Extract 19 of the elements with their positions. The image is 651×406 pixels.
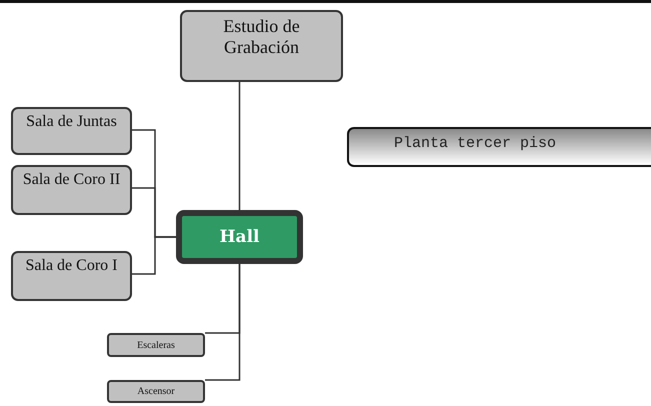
connector-line <box>132 236 176 275</box>
box-label: Estudio de Grabación <box>222 16 301 58</box>
room-box <box>11 165 132 215</box>
room-box <box>11 251 132 301</box>
room-box <box>11 107 132 155</box>
box-label: Sala de Juntas <box>26 113 117 132</box>
box-label: Escaleras <box>137 340 175 350</box>
box-label: Ascensor <box>137 386 175 397</box>
hub-box <box>176 210 303 264</box>
room-box <box>107 380 205 403</box>
box-label: Sala de Coro I <box>26 257 118 276</box>
connector-line <box>238 82 240 210</box>
box-label: Planta tercer piso <box>394 135 556 152</box>
box-label: Hall <box>220 227 260 247</box>
room-box <box>180 10 343 82</box>
room-box <box>107 333 205 357</box>
floor-banner <box>347 127 651 167</box>
connector-line <box>205 264 240 381</box>
box-label: Sala de Coro II <box>22 171 120 190</box>
